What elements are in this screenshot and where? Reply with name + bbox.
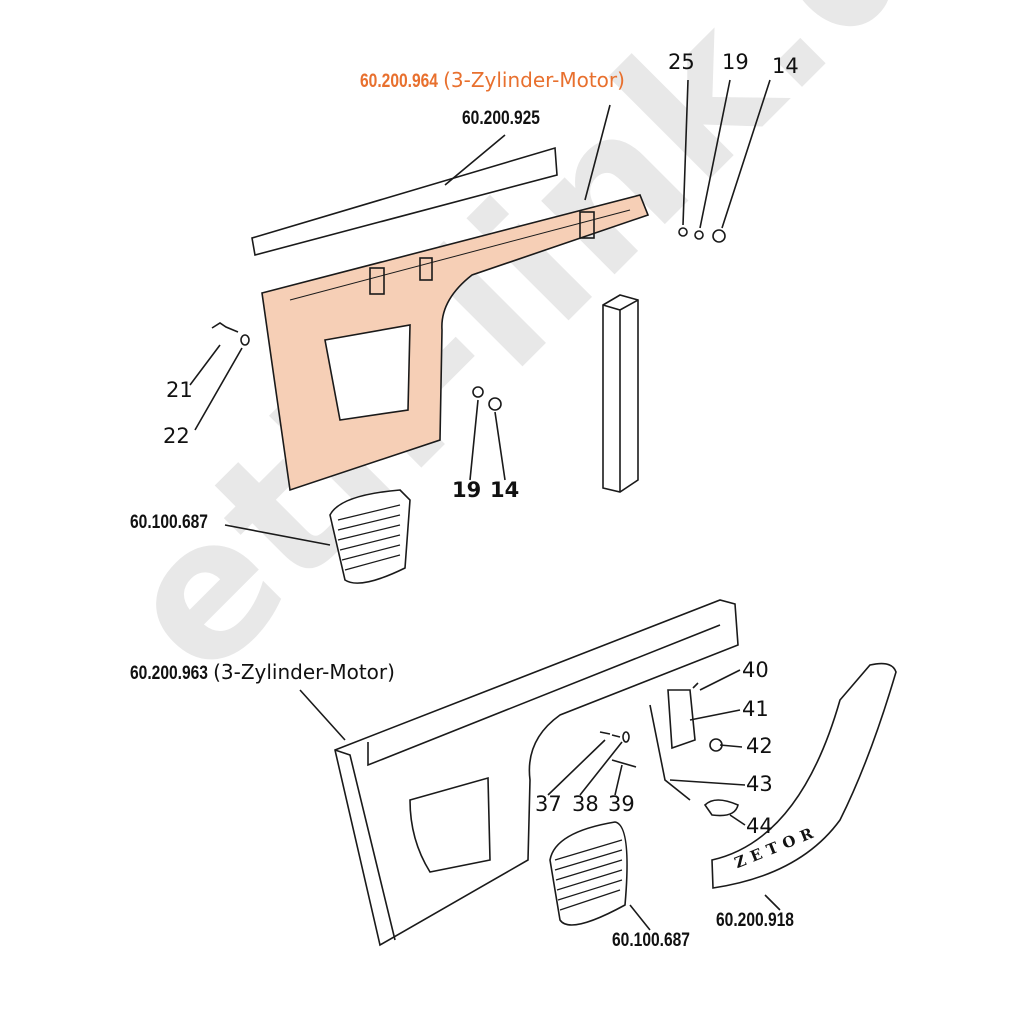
bottom-vent-part-number: 60.100.687: [612, 930, 690, 951]
callout-37: 37: [535, 792, 562, 816]
callout-42: 42: [746, 734, 773, 758]
nut-14b: [488, 397, 502, 411]
callout-22: 22: [163, 424, 190, 448]
top-vent-part-number: 60.100.687: [130, 512, 208, 533]
callout-25: 25: [668, 50, 695, 74]
top-panel-part-number: 60.200.964: [360, 71, 438, 92]
vent-top: [329, 489, 411, 584]
callout-19: 19: [722, 50, 749, 74]
callout-40: 40: [742, 658, 769, 682]
callout-14b: 14: [490, 478, 520, 502]
vent-bottom: [549, 821, 628, 926]
callout-21: 21: [166, 378, 193, 402]
hinge-43: [649, 704, 691, 801]
emblem-strip-60-200-918: [711, 662, 897, 889]
bottom-panel-description: (3-Zylinder-Motor): [213, 660, 395, 684]
top-panel-description: (3-Zylinder-Motor): [443, 68, 625, 92]
pin-40: [692, 682, 699, 689]
bolt-37: [599, 731, 621, 738]
bottom-panel-label: 60.200.963(3-Zylinder-Motor): [130, 660, 395, 685]
callout-39: 39: [608, 792, 635, 816]
callout-14: 14: [772, 54, 799, 78]
spring-39: [611, 759, 637, 768]
hinge-41: [667, 689, 696, 750]
top-panel-60-200-964: [261, 194, 650, 492]
callout-43: 43: [746, 772, 773, 796]
washer-25: [678, 227, 688, 237]
top-panel-label: 60.200.964(3-Zylinder-Motor): [360, 68, 625, 93]
cover-44: [703, 799, 739, 817]
washer-19b: [472, 386, 484, 398]
callout-41: 41: [742, 697, 769, 721]
nut-14: [712, 229, 726, 243]
washer-38: [622, 731, 630, 743]
washer-19: [694, 230, 704, 240]
emblem-part-number: 60.200.918: [716, 910, 794, 931]
bottom-panel-part-number: 60.200.963: [130, 663, 208, 684]
top-strip-part-number: 60.200.925: [462, 108, 540, 129]
callout-19b: 19: [452, 478, 482, 502]
bolt-21: [211, 322, 239, 333]
callout-44: 44: [746, 814, 773, 838]
bottom-panel-60-200-963: [334, 599, 739, 947]
callout-38: 38: [572, 792, 599, 816]
washer-22: [240, 334, 250, 346]
